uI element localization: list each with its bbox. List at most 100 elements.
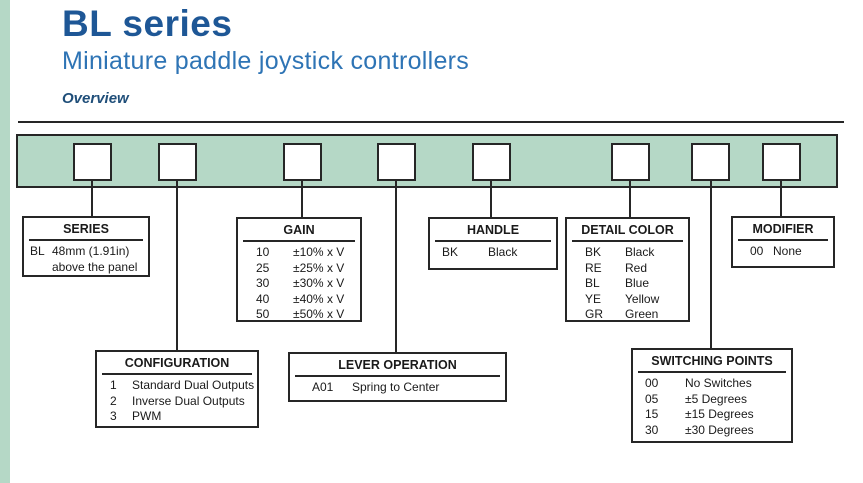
option-code: BL (585, 276, 600, 290)
box-rule (29, 239, 143, 241)
option-code: 00 (750, 244, 764, 258)
box-rule (102, 373, 252, 375)
option-desc: Red (625, 260, 648, 275)
box-title: CONFIGURATION (124, 356, 230, 370)
box-rule (295, 375, 500, 377)
option-row: above the panel (24, 260, 148, 276)
connector-line-lever-operation (395, 179, 397, 353)
box-rule (243, 240, 355, 242)
option-row: BK Black (430, 245, 556, 261)
option-row: 40 ±40% x V (238, 292, 360, 308)
option-row: A01 Spring to Center (290, 380, 505, 396)
option-desc: PWM (132, 409, 162, 423)
option-row: 25 ±25% x V (238, 261, 360, 277)
option-code: 40 (256, 291, 270, 306)
option-code: RE (585, 260, 602, 275)
box-rule (738, 239, 828, 241)
option-desc: ±30 Degrees (685, 422, 754, 437)
option-row: BL Blue (567, 276, 688, 292)
option-desc: Yellow (625, 291, 660, 306)
option-code: BK (585, 245, 602, 259)
option-desc: above the panel (52, 259, 138, 274)
code-slot-handle (472, 143, 511, 181)
code-slot-switching-points (691, 143, 730, 181)
option-box-gain: GAIN 10 ±10% x V 25 ±25% x V 30 ±30% x V… (236, 217, 362, 322)
option-code: 1 (110, 378, 117, 392)
option-row: BL 48mm (1.91in) (24, 244, 148, 260)
option-row: BK Black (567, 245, 688, 261)
option-box-handle: HANDLE BK Black (428, 217, 558, 270)
connector-line-series (91, 179, 93, 218)
option-row: 2 Inverse Dual Outputs (97, 394, 257, 410)
code-slot-gain (283, 143, 322, 181)
option-row: 10 ±10% x V (238, 245, 360, 261)
option-box-configuration: CONFIGURATION 1 Standard Dual Outputs 2 … (95, 350, 259, 428)
connector-line-gain (301, 179, 303, 219)
option-row: GR Green (567, 307, 688, 323)
option-code: 05 (645, 391, 659, 406)
option-code: 50 (256, 307, 270, 321)
option-code (30, 260, 52, 276)
box-rule (435, 240, 551, 242)
option-desc: None (773, 244, 802, 258)
option-row: 15 ±15 Degrees (633, 407, 791, 423)
box-rule (638, 371, 786, 373)
option-code: 00 (645, 376, 659, 390)
box-title: GAIN (283, 223, 315, 237)
option-row: 00 None (733, 244, 833, 260)
option-box-series: SERIES BL 48mm (1.91in) above the panel (22, 216, 150, 277)
section-label: Overview (62, 90, 129, 107)
option-desc: Black (488, 245, 518, 259)
header-rule (18, 121, 844, 123)
connector-line-switching-points (710, 179, 712, 350)
box-title: HANDLE (466, 223, 520, 237)
option-box-detail-color: DETAIL COLOR BK Black RE Red BL Blue YE … (565, 217, 690, 322)
option-desc: Green (625, 307, 659, 321)
option-row: 05 ±5 Degrees (633, 392, 791, 408)
option-row: 1 Standard Dual Outputs (97, 378, 257, 394)
option-code: 30 (256, 276, 270, 290)
option-desc: ±50% x V (293, 307, 345, 321)
option-code: 15 (645, 407, 659, 421)
option-desc: Inverse Dual Outputs (132, 393, 245, 408)
box-title: SERIES (63, 222, 109, 236)
option-desc: ±40% x V (293, 291, 345, 306)
option-desc: 48mm (1.91in) (52, 244, 130, 258)
code-slot-configuration (158, 143, 197, 181)
option-code: 25 (256, 260, 270, 275)
option-code: 3 (110, 409, 117, 423)
code-slot-modifier (762, 143, 801, 181)
box-title: SWITCHING POINTS (651, 354, 773, 368)
option-row: 50 ±50% x V (238, 307, 360, 323)
box-title: MODIFIER (752, 222, 814, 236)
connector-line-handle (490, 179, 492, 219)
option-box-modifier: MODIFIER 00 None (731, 216, 835, 268)
box-title: LEVER OPERATION (338, 358, 457, 372)
option-desc: Standard Dual Outputs (132, 378, 255, 392)
code-slot-detail-color (611, 143, 650, 181)
option-row: 00 No Switches (633, 376, 791, 392)
option-box-lever-operation: LEVER OPERATION A01 Spring to Center (288, 352, 507, 402)
option-row: 3 PWM (97, 409, 257, 425)
option-box-switching-points: SWITCHING POINTS 00 No Switches 05 ±5 De… (631, 348, 793, 443)
option-desc: No Switches (685, 376, 752, 390)
option-code: BL (30, 244, 45, 258)
option-desc: ±30% x V (293, 276, 345, 290)
connector-line-modifier (780, 179, 782, 218)
box-title: DETAIL COLOR (581, 223, 674, 237)
option-code: 2 (110, 393, 117, 408)
option-row: RE Red (567, 261, 688, 277)
code-slot-series (73, 143, 112, 181)
option-desc: ±10% x V (293, 245, 345, 259)
option-desc: ±5 Degrees (685, 391, 747, 406)
option-code: 30 (645, 422, 659, 437)
option-row: 30 ±30 Degrees (633, 423, 791, 439)
option-desc: ±25% x V (293, 260, 345, 275)
option-desc: Spring to Center (352, 380, 440, 394)
option-code: 10 (256, 245, 270, 259)
page-subtitle: Miniature paddle joystick controllers (62, 47, 470, 75)
code-slot-lever-operation (377, 143, 416, 181)
box-rule (572, 240, 683, 242)
option-code: A01 (312, 380, 334, 394)
